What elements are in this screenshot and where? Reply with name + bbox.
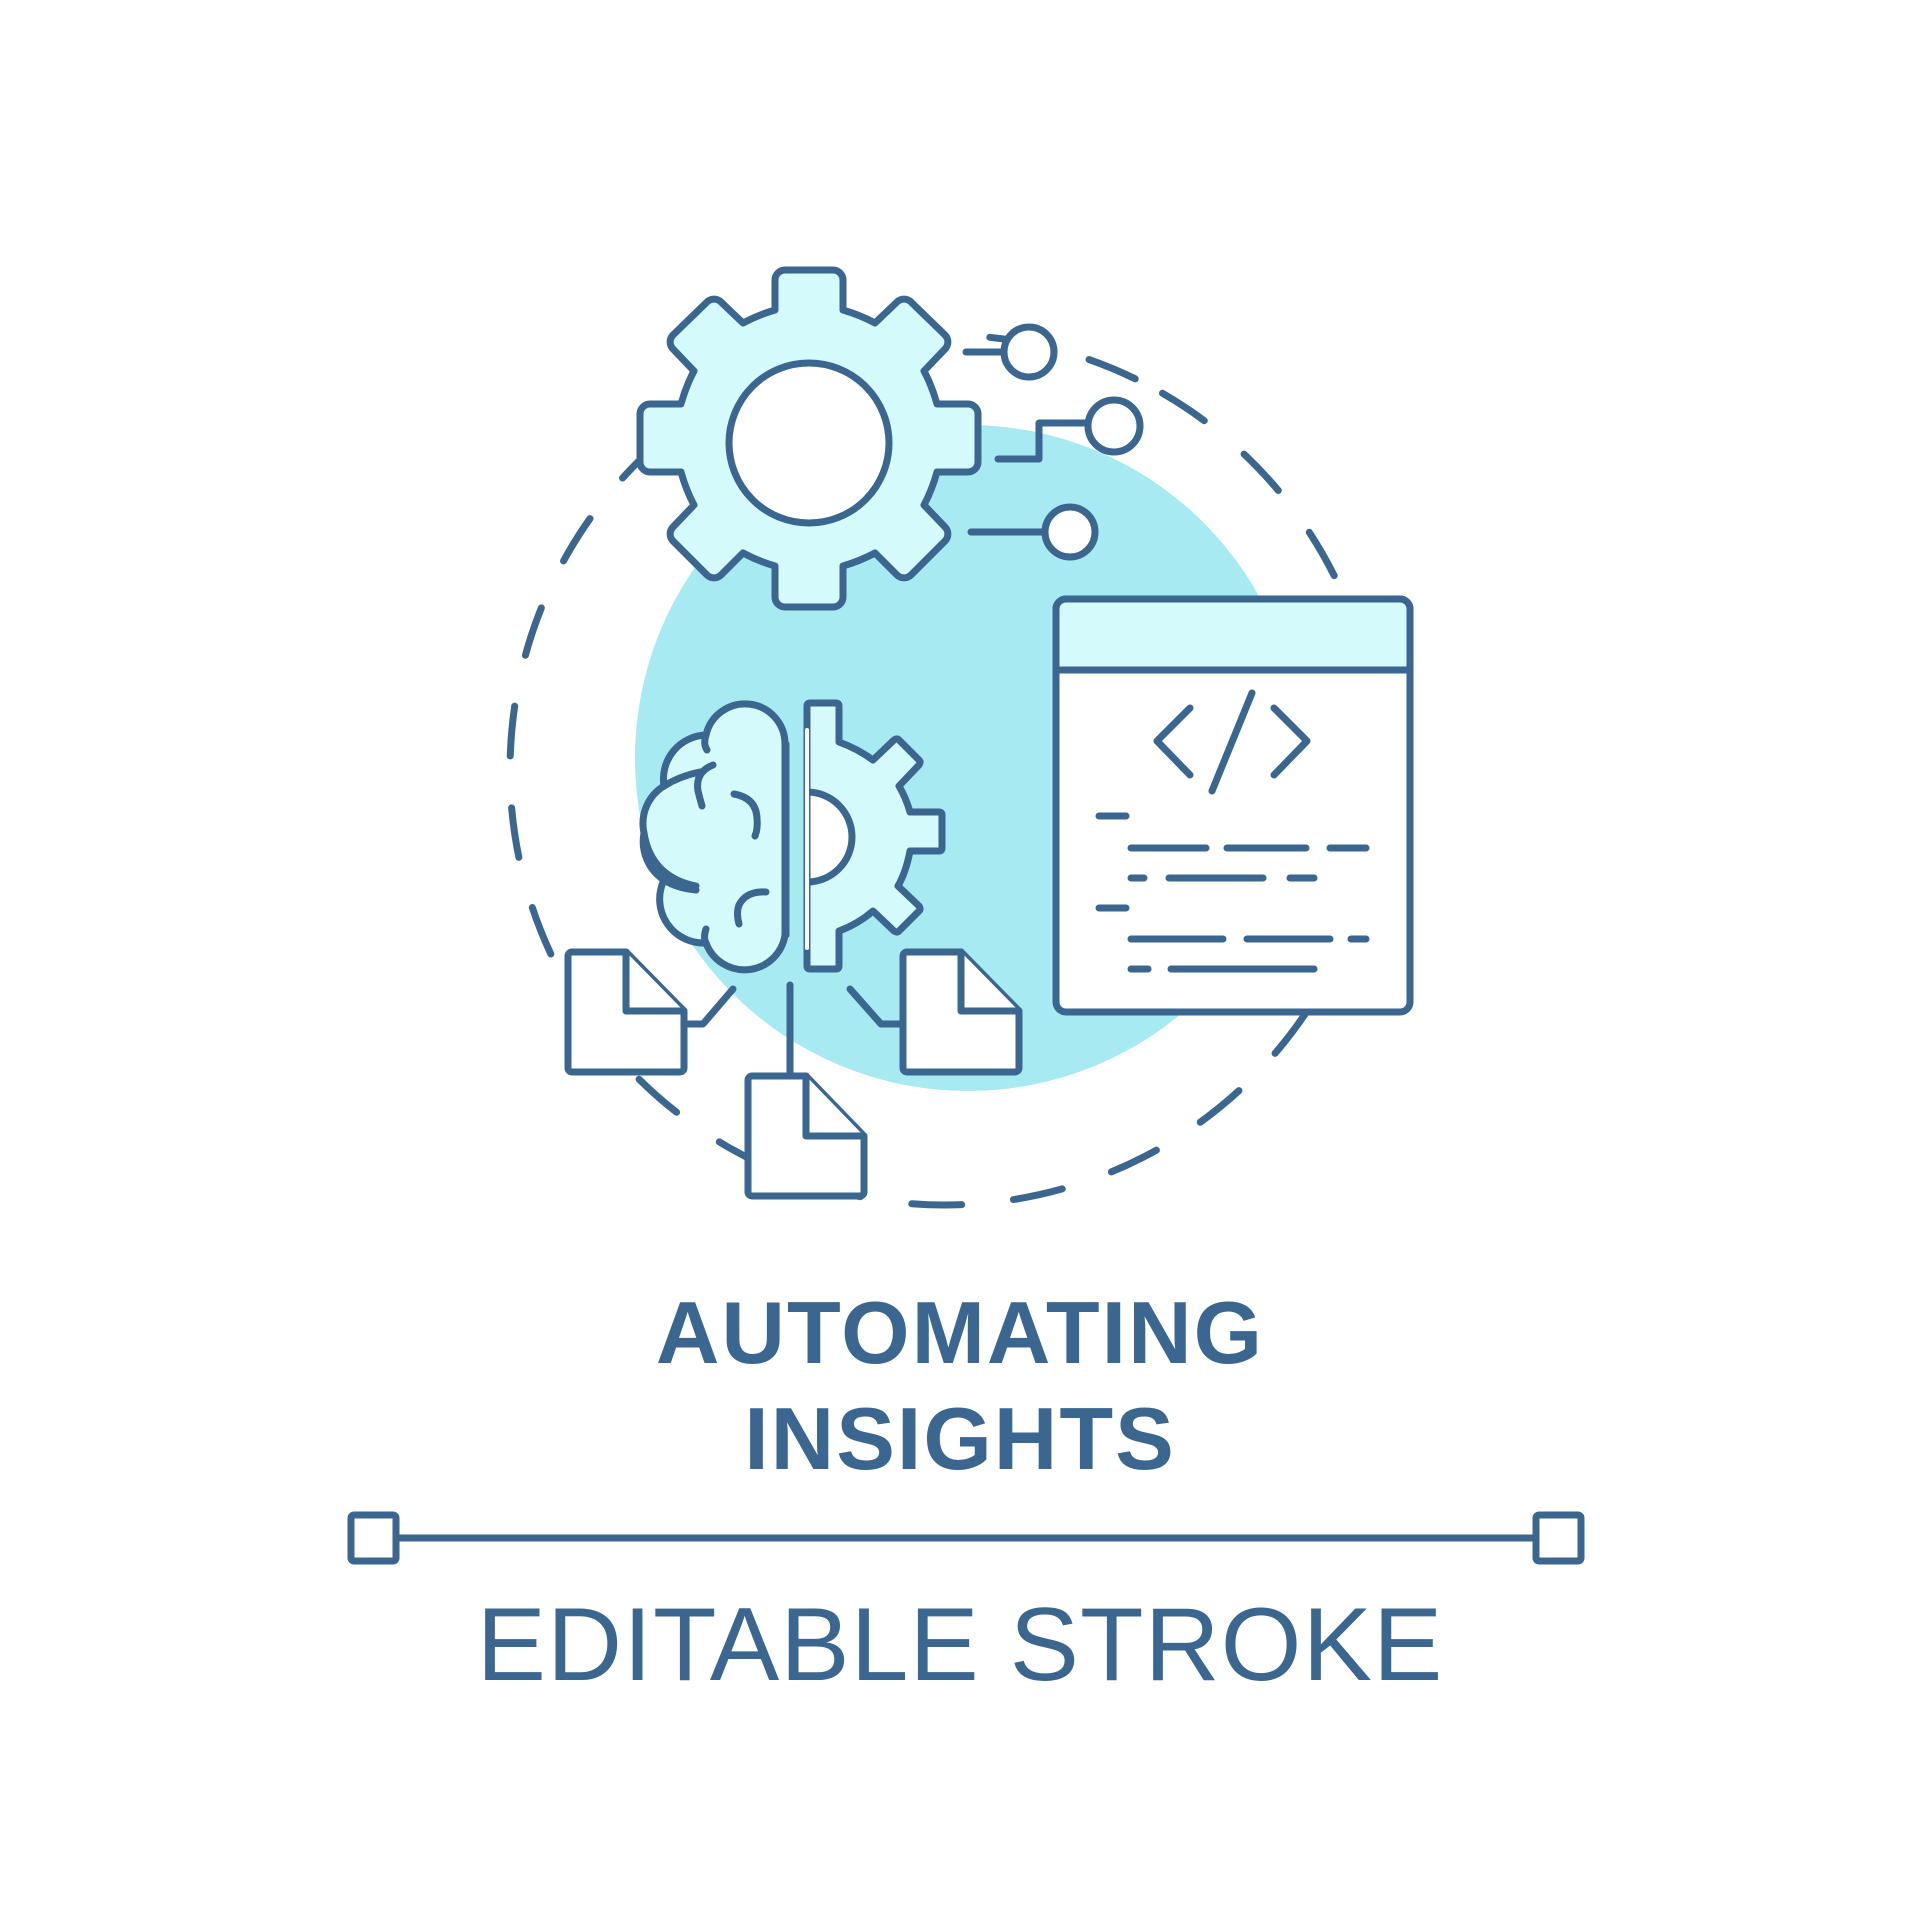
gear-hub (725, 359, 893, 527)
dashed-orbit-ring (506, 331, 1384, 1209)
document-icon (564, 948, 1023, 1200)
title-line-2: INSIGHTS (744, 1389, 1176, 1488)
stroke-ruler-icon (347, 1511, 1585, 1565)
connector-node-icon (962, 323, 1144, 561)
brain-gear-icon (639, 699, 946, 974)
editable-stroke-caption: EDITABLE STROKE (476, 1587, 1444, 1703)
code-window-icon (1052, 595, 1414, 1016)
title-line-1: AUTOMATING (655, 1283, 1265, 1382)
gear-icon (636, 266, 982, 611)
